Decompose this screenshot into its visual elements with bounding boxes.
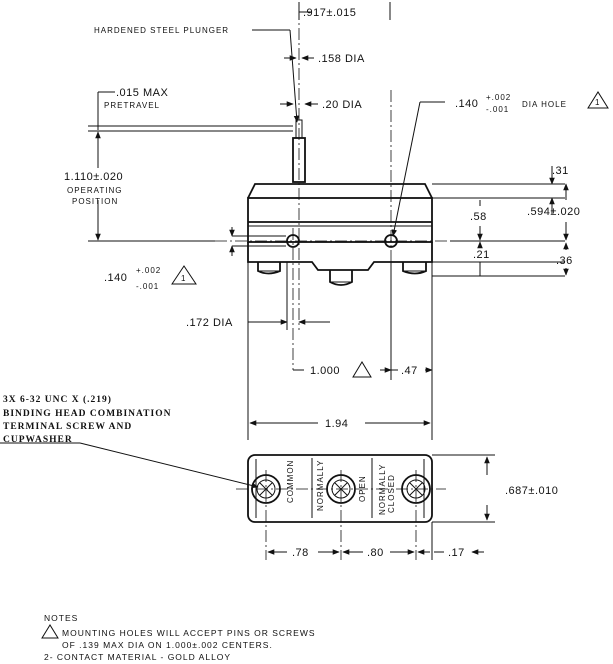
housing-body [247,197,433,243]
note-flag-top: 1 [587,91,609,109]
label-screw-4: CUPWASHER [3,435,73,445]
label-pretravel-1: .015 MAX [116,87,168,99]
note-flag-center [352,361,372,378]
label-screw-3: TERMINAL SCREW AND [3,422,132,432]
dim-47: .47 [401,365,418,377]
note-flag-label-left: 1 [181,274,186,283]
dim-80: .80 [367,547,384,559]
dim-31: .31 [552,165,569,177]
terminal-label-nc-1: NORMALLY [378,464,387,515]
dim-21: .21 [473,249,490,261]
dim-17: .17 [448,547,465,559]
dim-hole-left-main: .140 [104,272,127,284]
label-screw-2: BINDING HEAD COMBINATION [3,409,171,419]
dim-plunger-dia: .158 DIA [318,53,365,65]
note-1b: OF .139 MAX DIA ON 1.000±.002 CENTERS. [62,640,273,650]
housing-cap [247,183,433,199]
dim-hole-top-tol-plus: +.002 [486,93,511,102]
dim-hole-top-main: .140 [455,98,478,110]
dim-36: .36 [556,255,573,267]
dim-plunger-dia2: .20 DIA [322,99,362,111]
dim-194: 1.94 [325,418,348,430]
dimension-lines [0,2,569,560]
dim-594: .594±.020 [527,206,580,218]
label-op-2: POSITION [72,197,118,206]
dim-hole-top-suffix: DIA HOLE [522,100,567,109]
screw-head-right [402,262,427,275]
note-flag-left: 1 [171,265,197,285]
dim-hole-left-tol-minus: -.001 [136,282,159,291]
dim-op-position: 1.110±.020 [64,171,123,183]
label-plunger: HARDENED STEEL PLUNGER [94,26,229,35]
terminal-block [247,454,433,523]
terminal-label-nc-2: CLOSED [387,474,396,513]
label-op-1: OPERATING [67,186,123,195]
dim-78: .78 [292,547,309,559]
dim-687: .687±.010 [505,485,558,497]
dim-1000: 1.000 [310,365,340,377]
note-2: 2- CONTACT MATERIAL - GOLD ALLOY [44,652,231,662]
terminal-label-common: COMMON [286,460,295,503]
dim-top-width: .917±.015 [303,7,356,19]
dim-172: .172 DIA [186,317,233,329]
note-flag-notes [41,624,59,639]
note-1a: MOUNTING HOLES WILL ACCEPT PINS OR SCREW… [62,628,316,638]
label-screw-1: 3X 6-32 UNC X (.219) [3,394,112,405]
bottom-view: COMMON NORMALLY OPEN NORMALLY CLOSED [236,454,446,560]
label-pretravel-2: PRETRAVEL [104,101,160,110]
dim-hole-left-tol-plus: +.002 [136,266,161,275]
screw-head-left [257,262,281,275]
dim-58: .58 [470,211,487,223]
dim-hole-top-tol-minus: -.001 [486,105,509,114]
screw-head-center [329,270,353,286]
terminal-label-no-2: OPEN [358,475,367,502]
terminal-label-no-1: NORMALLY [316,460,325,511]
notes-title: NOTES [44,613,78,623]
note-flag-label-top: 1 [595,98,600,107]
side-view [215,8,450,370]
